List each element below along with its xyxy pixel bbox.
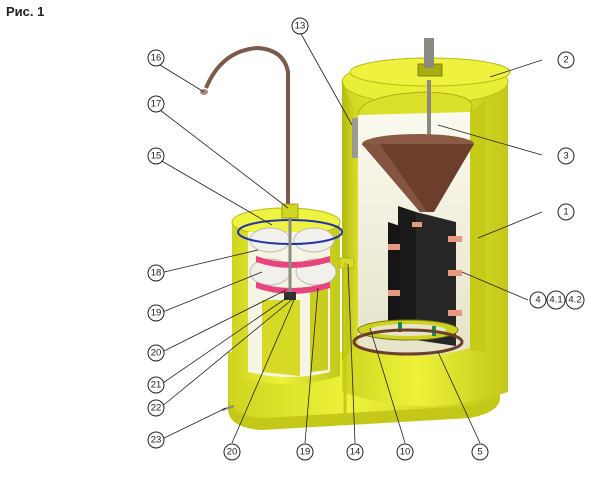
callout-10: 10 xyxy=(396,443,414,461)
leader-lines xyxy=(159,31,543,444)
svg-text:22: 22 xyxy=(151,403,162,414)
svg-text:1: 1 xyxy=(563,207,568,218)
svg-text:3: 3 xyxy=(563,151,568,162)
callout-4-1: 4.1 xyxy=(546,290,566,310)
callout-23: 23 xyxy=(147,431,165,449)
callout-3: 3 xyxy=(557,147,575,165)
svg-text:23: 23 xyxy=(151,435,162,446)
callout-1: 1 xyxy=(557,203,575,221)
overflow-tube xyxy=(352,118,358,158)
svg-text:4.1: 4.1 xyxy=(549,295,562,306)
callout-16: 16 xyxy=(147,49,165,67)
svg-text:20: 20 xyxy=(151,348,162,359)
svg-text:21: 21 xyxy=(151,380,162,391)
svg-text:4: 4 xyxy=(535,295,540,306)
spout-pipe xyxy=(204,45,290,212)
svg-text:18: 18 xyxy=(151,268,162,279)
callout-2: 2 xyxy=(557,51,575,69)
figure-title: Рис. 1 xyxy=(6,4,45,19)
callout-20a: 20 xyxy=(147,344,165,362)
svg-text:17: 17 xyxy=(151,99,162,110)
svg-text:20: 20 xyxy=(227,447,238,458)
magnet-block xyxy=(284,292,296,300)
callout-19b: 19 xyxy=(296,443,314,461)
cone-funnel xyxy=(362,134,474,212)
sediment-ring xyxy=(352,328,464,356)
svg-text:16: 16 xyxy=(151,53,162,64)
svg-text:19: 19 xyxy=(151,308,162,319)
callout-22: 22 xyxy=(147,399,165,417)
svg-text:4.2: 4.2 xyxy=(568,295,581,306)
callout-5: 5 xyxy=(471,443,489,461)
callout-15: 15 xyxy=(147,147,165,165)
callout-4-2: 4.2 xyxy=(565,290,585,310)
callout-14: 14 xyxy=(346,443,364,461)
svg-text:15: 15 xyxy=(151,151,162,162)
callout-4: 4 xyxy=(529,291,547,309)
svg-text:2: 2 xyxy=(563,55,568,66)
callout-17: 17 xyxy=(147,95,165,113)
filter-cylinders xyxy=(249,227,337,294)
callout-18: 18 xyxy=(147,264,165,282)
callout-20b: 20 xyxy=(223,443,241,461)
callout-13: 13 xyxy=(291,17,309,35)
callout-21: 21 xyxy=(147,376,165,394)
svg-text:14: 14 xyxy=(350,447,361,458)
svg-text:10: 10 xyxy=(400,447,411,458)
callout-19a: 19 xyxy=(147,304,165,322)
svg-text:19: 19 xyxy=(300,447,311,458)
spout-nut xyxy=(281,203,299,219)
svg-text:5: 5 xyxy=(477,447,482,458)
svg-text:13: 13 xyxy=(295,21,306,32)
electrode-plates xyxy=(388,206,462,346)
